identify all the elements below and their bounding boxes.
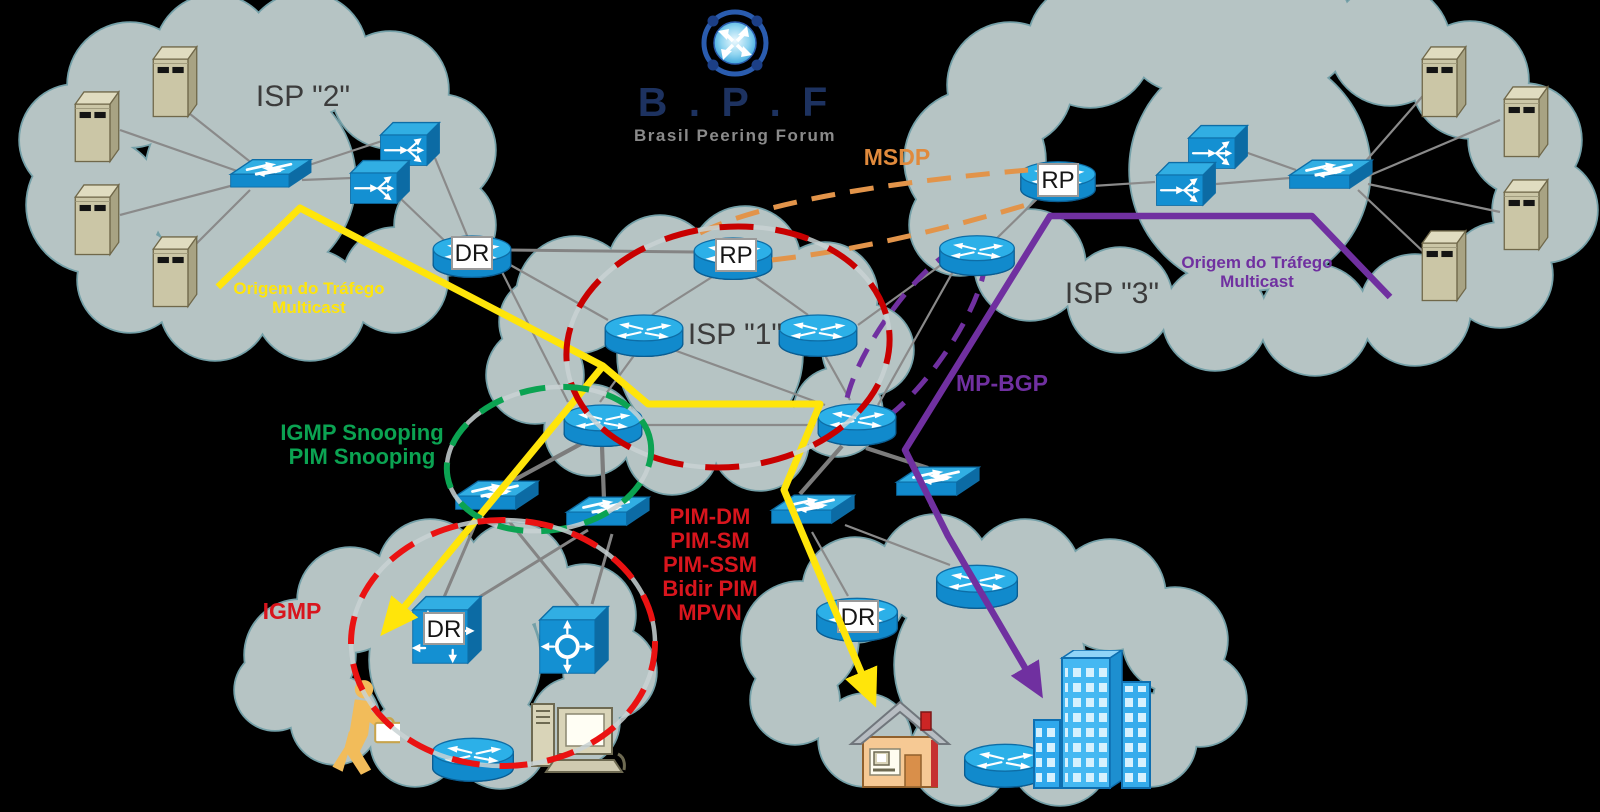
origem-right-line1: Origem do Tráfego — [1181, 253, 1332, 272]
server-icon — [74, 91, 120, 163]
multilayer-device-icon — [349, 159, 411, 205]
network-links — [119, 89, 1501, 607]
protocol-ovals — [348, 223, 893, 769]
origem-right-line2: Multicast — [1220, 272, 1294, 291]
rp-label: RP — [1041, 167, 1074, 194]
router-icon — [563, 403, 643, 448]
isp3-devices: RP — [938, 46, 1549, 302]
rp-label-box — [1037, 163, 1079, 197]
rp-label: RP — [719, 242, 752, 269]
origem-left-line2: Multicast — [272, 298, 346, 317]
msdp-line-upper — [698, 167, 1029, 236]
isp2-devices: DR — [74, 46, 512, 308]
dr-label: DR — [841, 604, 876, 631]
pim-ssm-label: PIM-SSM — [663, 552, 757, 577]
router-icon — [431, 737, 515, 783]
purple-multicast-path — [901, 212, 1393, 699]
multilayer-device-icon — [379, 121, 441, 167]
dr-label-box — [451, 236, 493, 270]
pim-sm-label: PIM-SM — [670, 528, 749, 553]
pim-red-ellipse — [563, 223, 893, 471]
bpf-ring-node — [751, 15, 763, 27]
multilayer-device-icon — [1155, 161, 1217, 207]
yellow-multicast-branch — [380, 363, 606, 637]
isp1-devices: RP — [563, 236, 897, 448]
server-icon — [74, 184, 120, 256]
router-icon — [778, 313, 858, 358]
isp2-label: ISP "2" — [256, 80, 350, 113]
multilayer-switch-icon — [537, 604, 611, 676]
isp3-label: ISP "3" — [1065, 277, 1159, 310]
dr-label-box — [423, 612, 465, 645]
bpf-expand-arrows-icon — [713, 21, 757, 65]
isp1-label: ISP "1" — [688, 318, 782, 351]
dr-label: DR — [455, 240, 490, 267]
router-icon — [938, 234, 1016, 277]
yellow-multicast-path — [215, 204, 878, 708]
server-icon — [1421, 46, 1467, 118]
bpf-subtitle: Brasil Peering Forum — [634, 126, 836, 145]
server-icon — [1421, 230, 1467, 302]
server-icon — [152, 46, 198, 118]
msdp-line-lower — [771, 199, 1037, 263]
bpf-arrow — [735, 26, 749, 43]
pim-snooping-label: PIM Snooping — [289, 444, 436, 469]
server-icon — [1503, 86, 1549, 158]
bpf-ring — [701, 9, 769, 77]
mp-bgp-label: MP-BGP — [956, 370, 1048, 396]
mpvn-label: MPVN — [678, 600, 742, 625]
pim-dm-label: PIM-DM — [670, 504, 751, 529]
bidir-pim-label: Bidir PIM — [662, 576, 757, 601]
igmp-snooping-label: IGMP Snooping — [280, 420, 443, 445]
bpf-logo: B . P . F Brasil Peering Forum — [634, 9, 836, 145]
bpf-ring-node — [751, 59, 763, 71]
origem-left-line1: Origem do Tráfego — [233, 279, 384, 298]
rp-label-box — [715, 238, 757, 272]
bpf-ring-node — [707, 59, 719, 71]
igmp-red-ellipse — [348, 517, 658, 769]
server-icon — [152, 236, 198, 308]
server-icon — [1503, 179, 1549, 251]
msdp-label: MSDP — [864, 144, 930, 170]
subscribers-left-devices: DR — [331, 479, 651, 783]
router-icon — [604, 313, 684, 358]
bpf-title: B . P . F — [638, 79, 833, 125]
traffic-flows — [215, 167, 1393, 708]
dr-label: DR — [427, 616, 462, 643]
bpf-ring-node — [707, 15, 719, 27]
diagram-labels: ISP "2" ISP "1" ISP "3" MSDP MP-BGP IGMP… — [233, 80, 1332, 625]
igmp-label: IGMP — [263, 598, 322, 624]
